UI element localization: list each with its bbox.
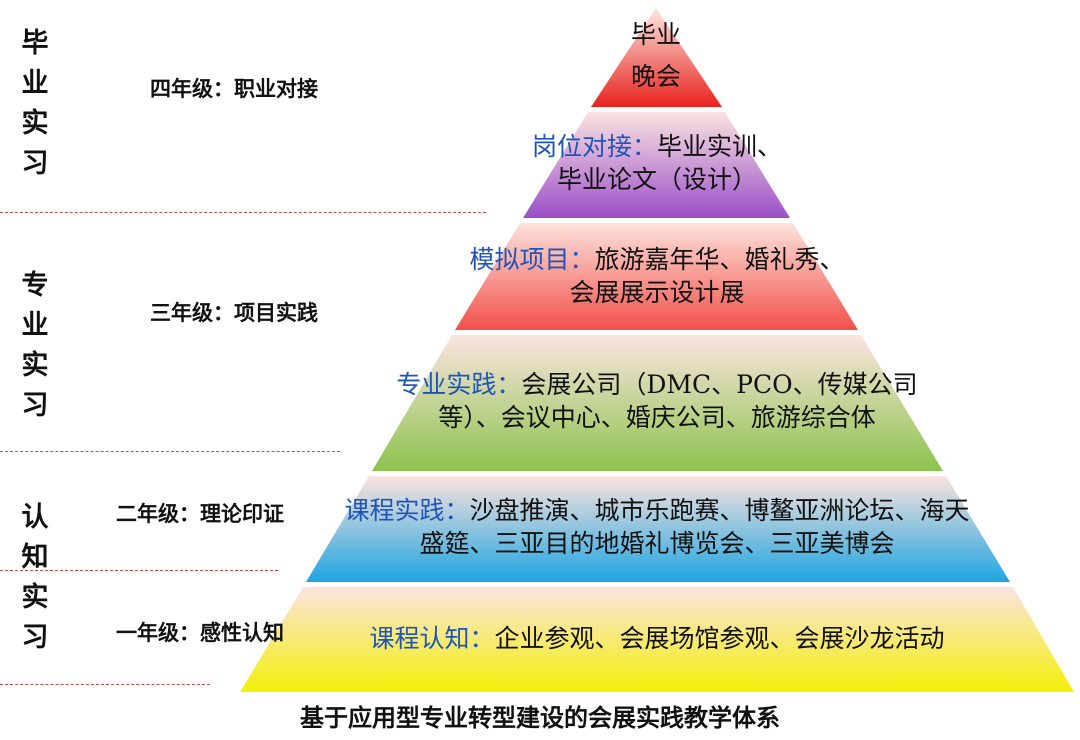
layer-shape-practice — [372, 335, 943, 471]
grade-year3: 三年级：项目实践 — [150, 300, 318, 325]
layer-shape-top — [591, 8, 722, 107]
layer-course-practice-text: 课程实践：沙盘推演、城市乐跑赛、博鳌亚洲论坛、海天 盛筵、三亚目的地婚礼博览会、… — [344, 496, 970, 558]
stage-graduation-internship: 毕业实习 — [21, 28, 49, 179]
grade-year2: 二年级：理论印证 — [116, 501, 284, 526]
layer-top-text: 毕业 晚会 — [630, 20, 681, 91]
stage-divider — [0, 570, 278, 571]
layer-shape-course-cognition — [240, 587, 1074, 692]
layer-course-cognition-label: 课程认知： — [369, 624, 495, 653]
layer-course-practice-label: 课程实践： — [344, 496, 470, 525]
stage-divider — [0, 451, 340, 452]
layer-shape-post — [523, 112, 790, 218]
layer-simulation-label: 模拟项目： — [469, 245, 595, 274]
grade-year4: 四年级：职业对接 — [150, 76, 318, 101]
layer-practice-label: 专业实践： — [396, 370, 522, 399]
layer-simulation-text: 模拟项目：旅游嘉年华、婚礼秀、 会展展示设计展 — [469, 245, 845, 307]
layer-shape-course-practice — [306, 476, 1010, 582]
stage-cognitive-internship: 认知实习 — [21, 502, 49, 653]
layer-course-cognition-text: 课程认知：企业参观、会展场馆参观、会展沙龙活动 — [369, 624, 945, 653]
grade-year1: 一年级：感性认知 — [116, 620, 284, 645]
stage-professional-internship: 专业实习 — [21, 270, 49, 421]
stage-divider — [0, 684, 210, 685]
stage-divider — [0, 212, 486, 213]
layer-post-label: 岗位对接： — [531, 132, 657, 161]
layer-practice-text: 专业实践：会展公司（DMC、PCO、传媒公司 等）、会议中心、婚庆公司、旅游综合… — [396, 370, 918, 432]
layer-shape-simulation — [455, 223, 858, 330]
layer-post-text: 岗位对接：毕业实训、 毕业论文（设计） — [531, 132, 783, 194]
diagram-caption: 基于应用型专业转型建设的会展实践教学体系 — [300, 703, 780, 732]
